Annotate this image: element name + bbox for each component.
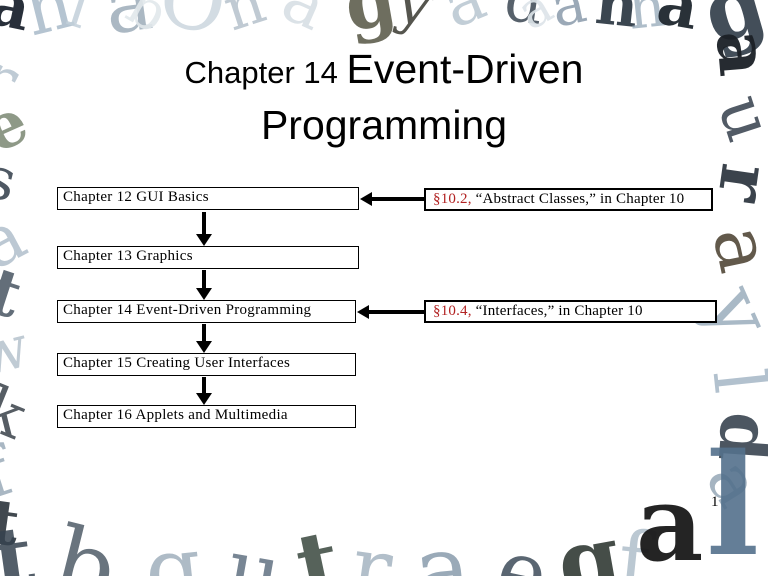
down-arrow-icon <box>196 270 212 300</box>
down-arrow-icon <box>196 324 212 353</box>
reference-box-10-2: §10.2, “Abstract Classes,” in Chapter 10 <box>424 188 713 211</box>
flow-box-chapter-13: Chapter 13 Graphics <box>57 246 359 269</box>
flow-box-label: Chapter 13 Graphics <box>63 248 193 264</box>
down-arrow-icon <box>196 212 212 246</box>
page-number: 1 <box>711 494 719 510</box>
reference-text: “Abstract Classes,” in Chapter 10 <box>471 191 685 207</box>
title-line2: Programming <box>260 102 508 148</box>
reference-text: “Interfaces,” in Chapter 10 <box>471 303 643 319</box>
left-arrow-icon <box>357 305 424 319</box>
flow-box-label: Chapter 16 Applets and Multimedia <box>63 407 288 423</box>
slide-title: Chapter 14 Event-Driven Programming <box>0 46 768 158</box>
flow-box-label: Chapter 15 Creating User Interfaces <box>63 355 291 371</box>
flow-box-chapter-15: Chapter 15 Creating User Interfaces <box>57 353 356 376</box>
reference-section-number: §10.4, <box>433 303 472 319</box>
flow-box-label: Chapter 12 GUI Basics <box>63 189 209 205</box>
flow-box-chapter-16: Chapter 16 Applets and Multimedia <box>57 405 356 428</box>
reference-box-10-4: §10.4, “Interfaces,” in Chapter 10 <box>424 300 717 323</box>
title-line1: Chapter 14 Event-Driven <box>185 46 584 92</box>
title-chapter-number: Chapter 14 <box>184 55 347 90</box>
flow-box-chapter-12: Chapter 12 GUI Basics <box>57 187 359 210</box>
down-arrow-icon <box>196 377 212 405</box>
flow-box-label: Chapter 14 Event-Driven Programming <box>63 302 312 318</box>
title-chapter-name: Event-Driven <box>346 46 584 92</box>
flow-box-chapter-14: Chapter 14 Event-Driven Programming <box>57 300 356 323</box>
left-arrow-icon <box>360 192 424 206</box>
reference-section-number: §10.2, <box>433 191 472 207</box>
